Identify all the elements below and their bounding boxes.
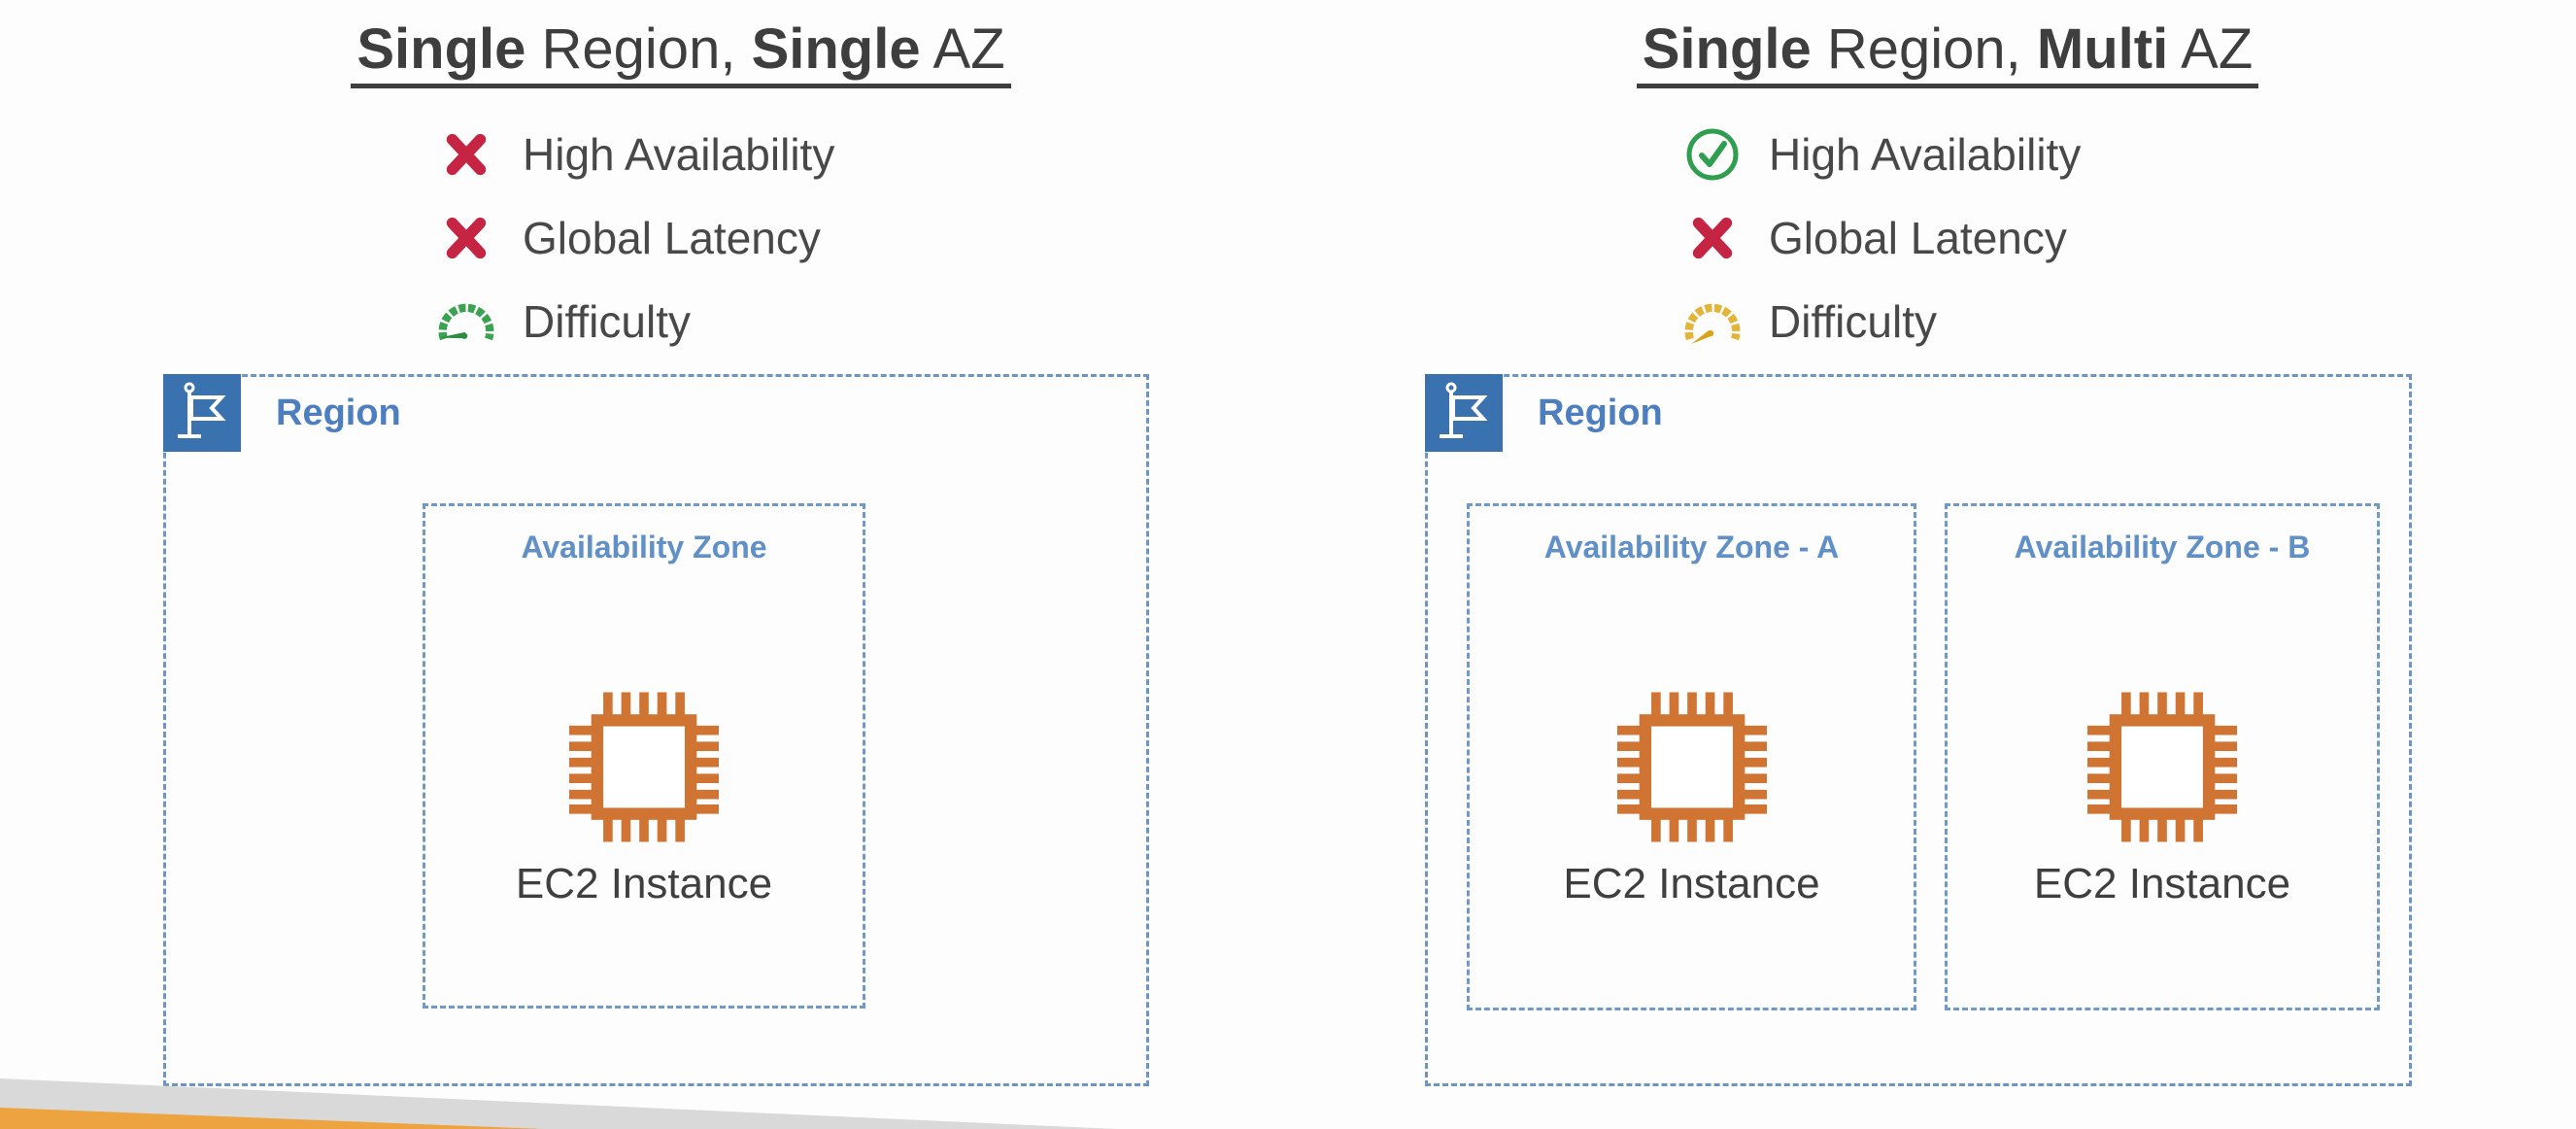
title-segment: Single xyxy=(1642,17,1812,81)
list-item: Global Latency xyxy=(1681,210,2081,266)
gauge-low-icon xyxy=(435,298,497,345)
list-item: Difficulty xyxy=(1681,293,2081,350)
title-segment: Region, xyxy=(525,17,752,81)
region-container-right: Region xyxy=(1425,374,2412,1086)
title-segment: Region, xyxy=(1811,17,2037,81)
title-segment: Single xyxy=(751,17,921,81)
checklist-label: High Availability xyxy=(1769,129,2082,180)
title-segment: AZ xyxy=(2168,17,2254,81)
az-label: Availability Zone - A xyxy=(1543,530,1840,564)
title-segment: AZ xyxy=(920,17,1005,81)
ec2-chip-icon xyxy=(2083,687,2243,852)
footer-wedge-orange xyxy=(0,1108,544,1129)
gauge-medium-icon xyxy=(1681,298,1744,345)
region-flag-icon xyxy=(1425,374,1503,452)
checklist-label: Difficulty xyxy=(1769,296,1937,347)
right-panel-title: Single Region, Multi AZ xyxy=(1597,17,2298,88)
left-panel-title: Single Region, Single AZ xyxy=(330,17,1032,88)
right-panel-title-text: Single Region, Multi AZ xyxy=(1636,17,2259,88)
right-checklist: High Availability Global Latency Difficu… xyxy=(1681,126,2081,350)
availability-zone-box: Availability Zone EC2 Instance xyxy=(423,503,865,1009)
ec2-chip-icon xyxy=(1611,687,1772,852)
title-segment: Single xyxy=(356,17,526,81)
checklist-label: Difficulty xyxy=(523,296,691,347)
checklist-label: High Availability xyxy=(523,129,835,180)
ec2-instance-label: EC2 Instance xyxy=(1563,860,1820,907)
left-checklist: High Availability Global Latency Difficu… xyxy=(435,126,834,350)
cross-icon xyxy=(435,130,497,179)
left-panel-title-text: Single Region, Single AZ xyxy=(351,17,1011,88)
check-circle-icon xyxy=(1681,126,1744,183)
region-flag-icon xyxy=(163,374,241,452)
list-item: High Availability xyxy=(1681,126,2081,183)
list-item: Difficulty xyxy=(435,293,834,350)
region-label: Region xyxy=(276,393,401,433)
az-label: Availability Zone - B xyxy=(2014,530,2311,564)
checklist-label: Global Latency xyxy=(523,213,821,263)
region-label: Region xyxy=(1538,393,1663,433)
ec2-instance-label: EC2 Instance xyxy=(2033,860,2291,907)
ec2-chip-icon xyxy=(564,687,725,852)
az-label: Availability Zone xyxy=(521,530,767,564)
checklist-label: Global Latency xyxy=(1769,213,2067,263)
availability-zone-b-box: Availability Zone - B EC2 Instance xyxy=(1945,503,2380,1010)
cross-icon xyxy=(1681,214,1744,262)
list-item: Global Latency xyxy=(435,210,834,266)
list-item: High Availability xyxy=(435,126,834,183)
cross-icon xyxy=(435,214,497,262)
title-segment: Multi xyxy=(2036,17,2169,81)
ec2-instance-label: EC2 Instance xyxy=(515,860,773,907)
availability-zone-a-box: Availability Zone - A EC2 Instance xyxy=(1467,503,1916,1010)
